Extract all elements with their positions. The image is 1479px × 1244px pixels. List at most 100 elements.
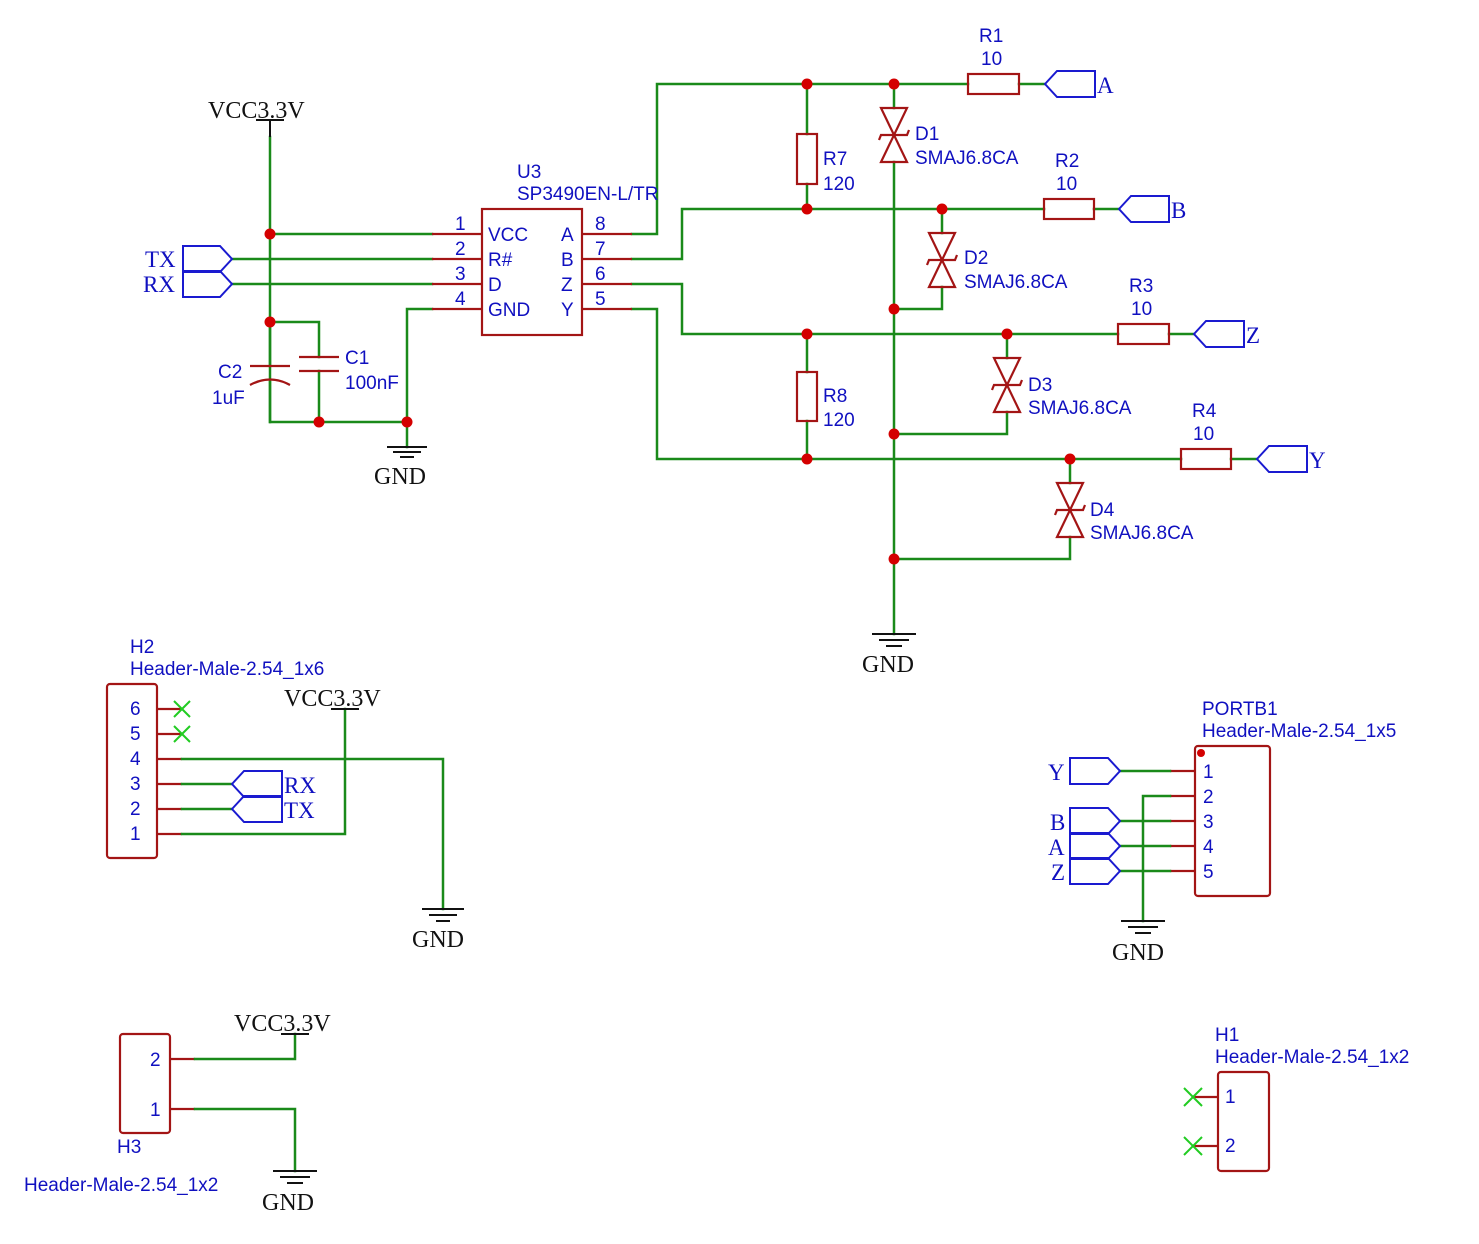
resistor-r4: R4 10	[1179, 401, 1233, 471]
r7-designator: R7	[823, 149, 847, 170]
r2-value: 10	[1056, 174, 1077, 195]
no-connect-mark	[1183, 1136, 1203, 1156]
net-flag-b: B	[1050, 807, 1122, 835]
capacitor-c2: C2 1uF	[212, 362, 291, 409]
net-label-z: Z	[1051, 860, 1065, 885]
tvs-diode-d3: D3 SMAJ6.8CA	[990, 356, 1132, 419]
r2-designator: R2	[1055, 151, 1079, 172]
u3-pin-num: 3	[455, 264, 466, 285]
gnd-symbol-u3: GND	[374, 446, 427, 490]
resistor-r1: R1 10	[966, 26, 1021, 96]
h1-part: Header-Male-2.54_1x2	[1215, 1047, 1409, 1068]
net-flag-rx: RX	[143, 270, 234, 298]
h2-pin-num: 2	[130, 799, 141, 820]
d1-designator: D1	[915, 124, 939, 145]
u3-pin-num: 4	[455, 289, 466, 310]
net-flag-z: Z	[1192, 320, 1260, 348]
u3-pin-name: D	[488, 275, 502, 296]
header-portb1: PORTB1 Header-Male-2.54_1x5 1 2 3 4 5 GN…	[1048, 699, 1396, 966]
h3-designator: H3	[117, 1137, 141, 1158]
net-label-y: Y	[1309, 448, 1326, 473]
net-label-tx: TX	[284, 798, 315, 823]
h3-pin-num: 1	[150, 1100, 161, 1121]
u3-pin-num: 1	[455, 214, 466, 235]
gnd-label: GND	[374, 464, 426, 490]
u3-pin-num: 6	[595, 264, 606, 285]
d1-part: SMAJ6.8CA	[915, 148, 1019, 169]
u3-pin-num: 7	[595, 239, 606, 260]
junctions	[264, 78, 1076, 565]
r3-designator: R3	[1129, 276, 1153, 297]
h3-pin-num: 2	[150, 1050, 161, 1071]
u3-part: SP3490EN-L/TR	[517, 184, 659, 205]
header-h3: 2 1 H3 Header-Male-2.54_1x2 VCC3.3V GND	[24, 1011, 331, 1216]
no-connect-mark	[1183, 1087, 1203, 1107]
net-label-a: A	[1097, 73, 1114, 98]
h1-pin-num: 2	[1225, 1136, 1236, 1157]
d4-designator: D4	[1090, 500, 1115, 521]
u3-pin-name: B	[561, 250, 574, 271]
net-flag-tx: TX	[230, 795, 315, 823]
portb1-pin-num: 4	[1203, 837, 1214, 858]
gnd-label: GND	[862, 652, 914, 678]
tvs-diode-d2: D2 SMAJ6.8CA	[925, 231, 1068, 293]
h2-pin-num: 5	[130, 724, 141, 745]
d4-part: SMAJ6.8CA	[1090, 523, 1194, 544]
resistor-r8: R8 120	[795, 370, 855, 431]
h2-pin-num: 1	[130, 824, 141, 845]
net-label-y: Y	[1048, 760, 1065, 785]
d2-part: SMAJ6.8CA	[964, 272, 1068, 293]
h2-pin-num: 6	[130, 699, 141, 720]
u3-designator: U3	[517, 162, 541, 183]
net-flag-a: A	[1048, 832, 1122, 860]
u3-pin-num: 2	[455, 239, 466, 260]
net-label-rx: RX	[284, 773, 316, 798]
u3-pin-name: A	[561, 225, 574, 246]
d2-designator: D2	[964, 248, 988, 269]
r8-value: 120	[823, 410, 855, 431]
r1-value: 10	[981, 49, 1002, 70]
u3-pin-name: Z	[561, 275, 573, 296]
d3-designator: D3	[1028, 375, 1052, 396]
net-label-b: B	[1050, 810, 1065, 835]
resistor-r2: R2 10	[1042, 151, 1096, 221]
net-flag-a: A	[1043, 70, 1114, 98]
c2-designator: C2	[218, 362, 242, 383]
no-connect-mark	[173, 725, 191, 743]
r1-designator: R1	[979, 26, 1003, 47]
header-h2: H2 Header-Male-2.54_1x6 6 5 4 3 2 1 VCC3…	[105, 637, 464, 953]
vcc-label: VCC3.3V	[234, 1011, 331, 1037]
net-flag-b: B	[1117, 195, 1186, 223]
r3-value: 10	[1131, 299, 1152, 320]
net-label-rx: RX	[143, 272, 175, 297]
portb1-pin-num: 1	[1203, 762, 1214, 783]
no-connect-mark	[173, 700, 191, 718]
u3-pin-num: 8	[595, 214, 606, 235]
c1-designator: C1	[345, 348, 369, 369]
resistor-r3: R3 10	[1116, 276, 1171, 346]
tvs-diode-d1: D1 SMAJ6.8CA	[877, 106, 1019, 169]
gnd-label: GND	[262, 1190, 314, 1216]
h2-designator: H2	[130, 637, 154, 658]
gnd-label: GND	[1112, 940, 1164, 966]
u3-pin-name: Y	[561, 300, 574, 321]
net-flag-y: Y	[1048, 757, 1122, 785]
wires-main	[230, 82, 1259, 636]
net-label-tx: TX	[145, 247, 176, 272]
portb1-pin-num: 3	[1203, 812, 1214, 833]
u3-ic: U3 SP3490EN-L/TR 1 2 3 4 VCC R# D GND 8 …	[432, 162, 659, 337]
resistor-r7: R7 120	[795, 132, 855, 195]
h1-pin-num: 1	[1225, 1087, 1236, 1108]
net-label-z: Z	[1246, 323, 1260, 348]
net-flag-y: Y	[1255, 445, 1326, 473]
h1-designator: H1	[1215, 1025, 1239, 1046]
r4-value: 10	[1193, 424, 1214, 445]
h2-part: Header-Male-2.54_1x6	[130, 659, 324, 680]
h3-part: Header-Male-2.54_1x2	[24, 1175, 218, 1196]
u3-pin-name: GND	[488, 300, 530, 321]
r7-value: 120	[823, 174, 855, 195]
header-h1: H1 Header-Male-2.54_1x2 1 2	[1183, 1025, 1409, 1173]
portb1-part: Header-Male-2.54_1x5	[1202, 721, 1396, 742]
vcc-symbol-main: VCC3.3V	[208, 98, 305, 137]
